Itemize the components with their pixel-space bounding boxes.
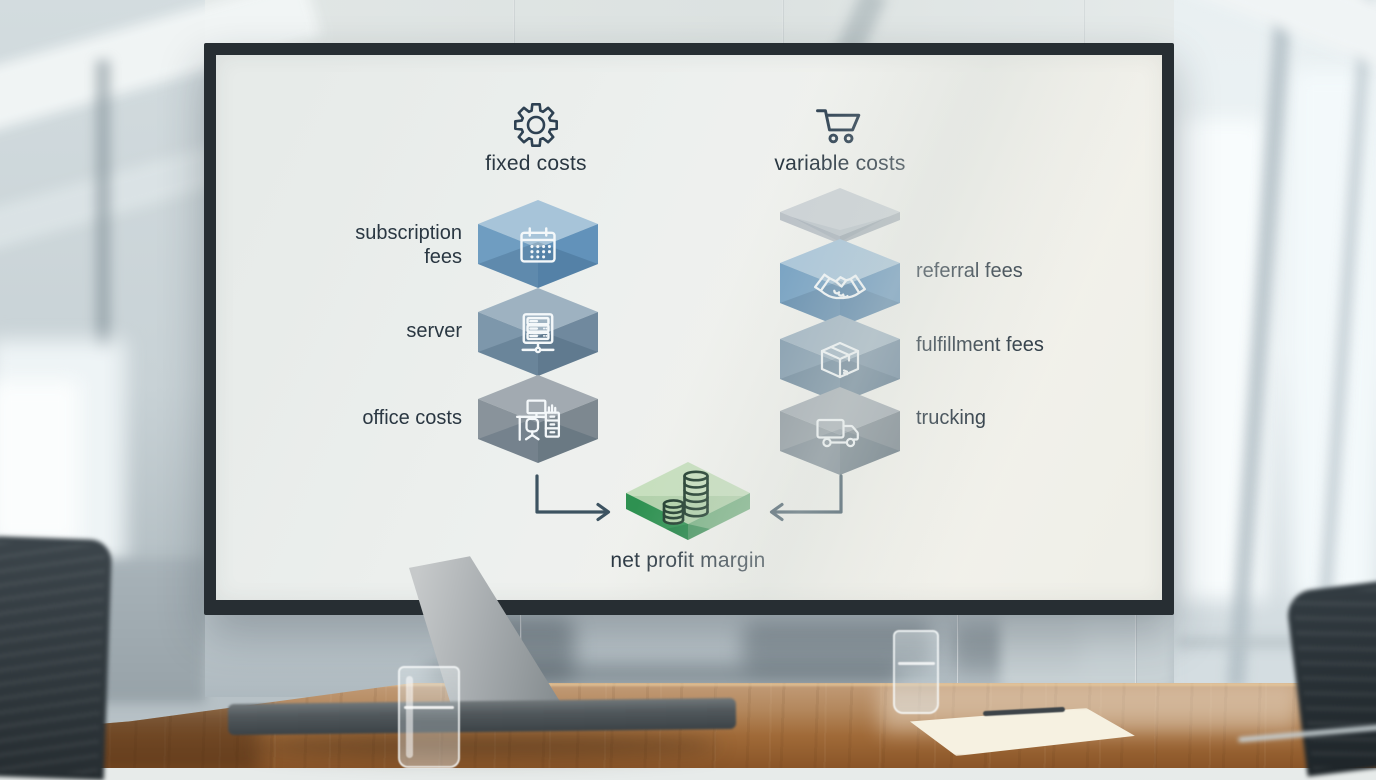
fixed-costs-header: fixed costs	[485, 152, 587, 175]
shopping-cart-icon	[816, 109, 861, 144]
water-line	[404, 706, 454, 709]
ceiling-panel-seam	[782, 0, 784, 44]
label-fulfillment-fees: fulfillment fees	[916, 334, 1044, 356]
glass-highlight	[406, 676, 413, 758]
arrow-fixed-to-profit	[535, 474, 608, 514]
table-edge-highlight	[380, 683, 1376, 686]
reflection-highlight	[1000, 614, 1174, 690]
variable-costs-header: variable costs	[774, 152, 906, 175]
glass-seam	[1135, 614, 1137, 690]
flow-arrows	[535, 474, 843, 522]
package-icon	[820, 341, 860, 379]
cube-net-profit-margin	[626, 460, 750, 542]
left-window-light-core	[0, 380, 80, 545]
reflected-table-edge	[430, 666, 900, 684]
laptop-base	[227, 697, 737, 736]
ceiling-panel-seam	[513, 0, 515, 44]
label-subscription-fees: subscription fees	[355, 222, 462, 268]
label-server: server	[406, 320, 462, 342]
water-glass-2	[893, 630, 939, 714]
cube-cap	[778, 186, 902, 246]
ceiling-panel-seam	[1083, 0, 1085, 44]
label-referral-fees: referral fees	[916, 260, 1023, 282]
net-profit-margin-label: net profit margin	[610, 549, 766, 572]
arrow-variable-to-profit	[772, 474, 843, 514]
office-chair-left	[0, 535, 113, 780]
calendar-icon	[520, 227, 556, 263]
cube-subscription-fees	[476, 198, 600, 290]
office-desk-icon	[515, 399, 561, 441]
cube-server	[476, 286, 600, 378]
cube-referral-fees	[778, 237, 902, 329]
cube-office-costs	[476, 373, 600, 465]
laptop-reflection	[250, 733, 720, 757]
label-trucking: trucking	[916, 407, 987, 429]
label-office-costs: office costs	[362, 407, 462, 429]
handshake-icon	[813, 273, 867, 300]
water-glass	[398, 666, 460, 768]
chair-slats-right	[1291, 585, 1376, 770]
truck-icon	[816, 418, 859, 448]
coins-icon	[662, 470, 709, 525]
glass-seam	[957, 614, 959, 690]
server-icon	[521, 313, 555, 354]
cube-fulfillment-fees	[778, 313, 902, 405]
cost-diagram: fixed costs variable costs	[216, 55, 1162, 600]
cube-trucking	[778, 385, 902, 477]
presentation-board: fixed costs variable costs	[204, 43, 1174, 615]
gear-icon	[514, 103, 558, 147]
chair-slats	[0, 542, 106, 774]
right-window-sill	[1174, 638, 1376, 647]
water-line-2	[898, 662, 935, 665]
